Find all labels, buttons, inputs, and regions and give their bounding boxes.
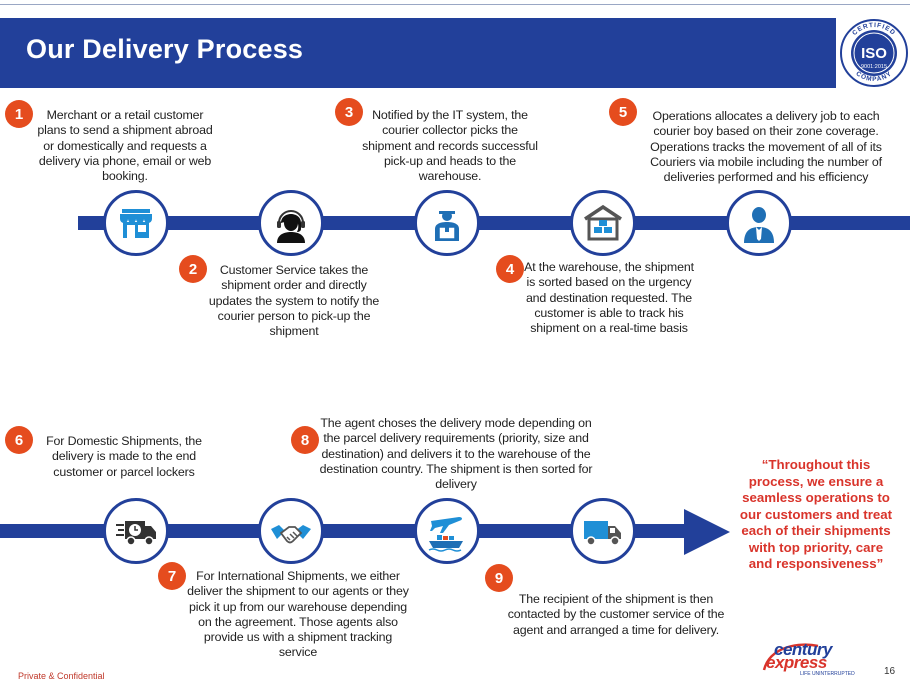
- plane-and-ship-icon: [428, 517, 463, 552]
- step-6-icon-circle: [103, 498, 169, 564]
- step-3-number: 3: [335, 98, 363, 126]
- timeline-arrowhead: [684, 509, 730, 555]
- step-5-number: 5: [609, 98, 637, 126]
- page-number: 16: [884, 666, 896, 677]
- businessman-icon: [744, 207, 774, 243]
- logo-text-century: century: [774, 640, 832, 659]
- step-9-text: The recipient of the shipment is then co…: [507, 592, 725, 637]
- century-express-logo: century express LIFE UNINTERRUPTED: [760, 640, 866, 682]
- step-4-number: 4: [496, 255, 524, 283]
- step-1-number: 1: [5, 100, 33, 128]
- step-9-icon-circle: [570, 498, 636, 564]
- badge-standard-text: 9001:2015: [861, 64, 887, 70]
- step-3-text: Notified by the IT system, the courier c…: [362, 108, 538, 184]
- logo-tagline: LIFE UNINTERRUPTED: [800, 671, 855, 677]
- logo-text-express: express: [766, 653, 827, 672]
- closing-quote: “Throughout this process, we ensure a se…: [739, 457, 893, 571]
- iso-certified-badge: CERTIFIED COMPANY ISO 9001:2015: [840, 19, 908, 87]
- confidentiality-note: Private & Confidential: [18, 671, 105, 681]
- step-7-text: For International Shipments, we either d…: [187, 569, 409, 660]
- delivery-truck-icon: [584, 521, 621, 546]
- step-2-number: 2: [179, 255, 207, 283]
- storefront-icon: [120, 209, 152, 238]
- step-5-text: Operations allocates a delivery job to e…: [650, 109, 882, 185]
- step-7-icon-circle: [258, 498, 324, 564]
- step-2-icon-circle: [258, 190, 324, 256]
- timeline-bar-bottom: [0, 524, 690, 538]
- step-6-number: 6: [5, 426, 33, 454]
- step-1-text: Merchant or a retail customer plans to s…: [37, 108, 213, 184]
- logo-swoosh-icon: [762, 643, 819, 671]
- step-8-text: The agent choses the delivery mode depen…: [319, 416, 593, 492]
- warehouse-icon: [584, 204, 622, 241]
- step-3-icon-circle: [414, 190, 480, 256]
- step-1-icon-circle: [103, 190, 169, 256]
- step-8-number: 8: [291, 426, 319, 454]
- title-banner: Our Delivery Process: [0, 18, 836, 88]
- step-2-text: Customer Service takes the shipment orde…: [208, 263, 380, 339]
- step-6-text: For Domestic Shipments, the delivery is …: [46, 434, 202, 479]
- step-5-icon-circle: [726, 190, 792, 256]
- fast-delivery-truck-icon: [116, 521, 156, 546]
- top-rule: [0, 4, 910, 5]
- step-8-icon-circle: [414, 498, 480, 564]
- handshake-icon: [271, 525, 311, 544]
- headset-agent-icon: [277, 210, 305, 243]
- courier-with-box-icon: [435, 211, 459, 241]
- page-title: Our Delivery Process: [26, 34, 304, 64]
- step-9-number: 9: [485, 564, 513, 592]
- badge-iso-text: ISO: [861, 45, 887, 62]
- step-7-number: 7: [158, 562, 186, 590]
- step-4-icon-circle: [570, 190, 636, 256]
- step-4-text: At the warehouse, the shipment is sorted…: [524, 260, 694, 336]
